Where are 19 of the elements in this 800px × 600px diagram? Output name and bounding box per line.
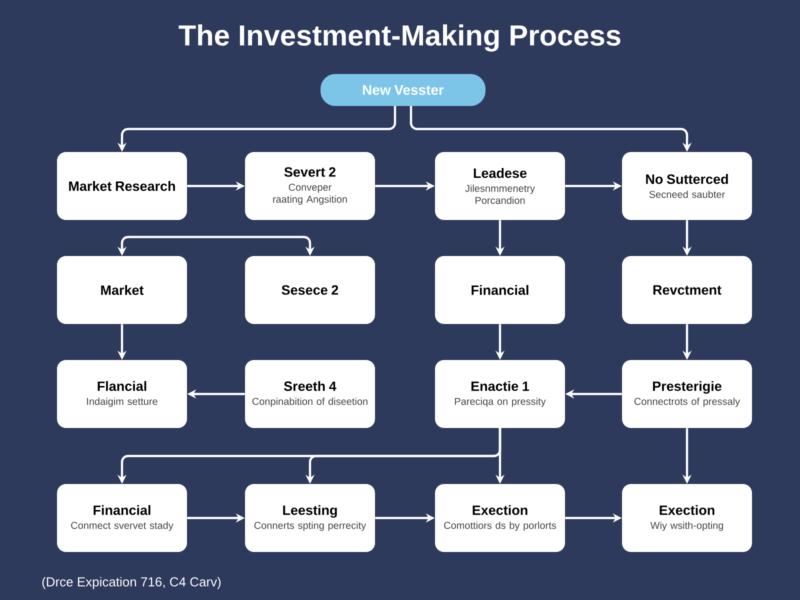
process-box: No Sutterced Secneed saubter — [622, 152, 752, 220]
start-pill: New Vesster — [320, 74, 486, 106]
process-box: Severt 2 Conveper raating Angsition — [245, 152, 375, 220]
process-box: Leadese Jilesnmmenetry Porcandion — [435, 152, 565, 220]
process-box: Presterigie Connectrots of pressaly — [622, 360, 752, 428]
process-box: Market — [57, 256, 187, 324]
note: (Drce Expication 716, C4 Carv) — [42, 576, 221, 590]
process-box: Financial — [435, 256, 565, 324]
process-box: Exection Wiy wsith-opting — [622, 484, 752, 552]
process-box: Sreeth 4 Conpinabition of diseetion — [245, 360, 375, 428]
process-box: Enactie 1 Pareciqa on pressity — [435, 360, 565, 428]
process-box: Sesece 2 — [245, 256, 375, 324]
process-box: Market Research — [57, 152, 187, 220]
process-box: Flancial Indaigim setture — [57, 360, 187, 428]
process-box: Revctment — [622, 256, 752, 324]
process-box: Leesting Connerts spting perrecity — [245, 484, 375, 552]
process-box: Financial Conmect svervet stady — [57, 484, 187, 552]
title: The Investment-Making Process — [178, 24, 620, 52]
process-box: Exection Comottiors ds by porlorts — [435, 484, 565, 552]
